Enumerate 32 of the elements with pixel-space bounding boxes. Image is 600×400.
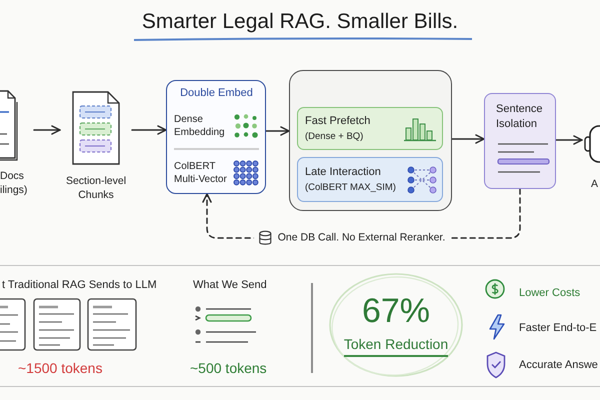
benefit-text: Accurate Answe (519, 359, 598, 373)
card-text: Dense Embedding (174, 113, 226, 139)
database-panel (289, 70, 452, 211)
stage-card (297, 107, 443, 150)
card-title: Fast Prefetch (305, 114, 370, 128)
card-text: ColBERT Multi-Vector (174, 160, 228, 186)
card-title: Sentence Isolation (496, 102, 544, 132)
section-heading: t Traditional RAG Sends to LLM (2, 279, 157, 293)
metric-value: 67% (362, 293, 430, 329)
node-caption: A (590, 178, 598, 192)
arrow (265, 126, 290, 136)
arrow (451, 134, 485, 144)
embedding-card (166, 80, 266, 194)
card-title: Double Embed (180, 86, 253, 100)
arrow (33, 125, 61, 135)
result-card (484, 93, 556, 189)
card-note: (ColBERT MAX_SIM) (305, 181, 396, 194)
card-note: (Dense + BQ) (305, 130, 364, 143)
benefit-text: Faster End-to-E (519, 322, 597, 336)
token-count: ~500 tokens (190, 360, 267, 378)
arrow (131, 125, 167, 135)
edge-label: One DB Call. No External Reranker. (278, 232, 446, 244)
diagram-title: Smarter Legal RAG. Smaller Bills. (142, 10, 458, 34)
metric-caption: Token Reduction (344, 336, 448, 357)
stage-card (297, 157, 443, 202)
node-caption: Section-level Chunks (64, 175, 128, 202)
arrow (555, 135, 583, 145)
card-title: Late Interaction (305, 165, 382, 179)
section-heading: What We Send (193, 279, 267, 293)
benefit-text: Lower Costs (519, 287, 580, 301)
node-caption: Docs ilings) (0, 170, 28, 198)
token-count: ~1500 tokens (18, 360, 102, 378)
